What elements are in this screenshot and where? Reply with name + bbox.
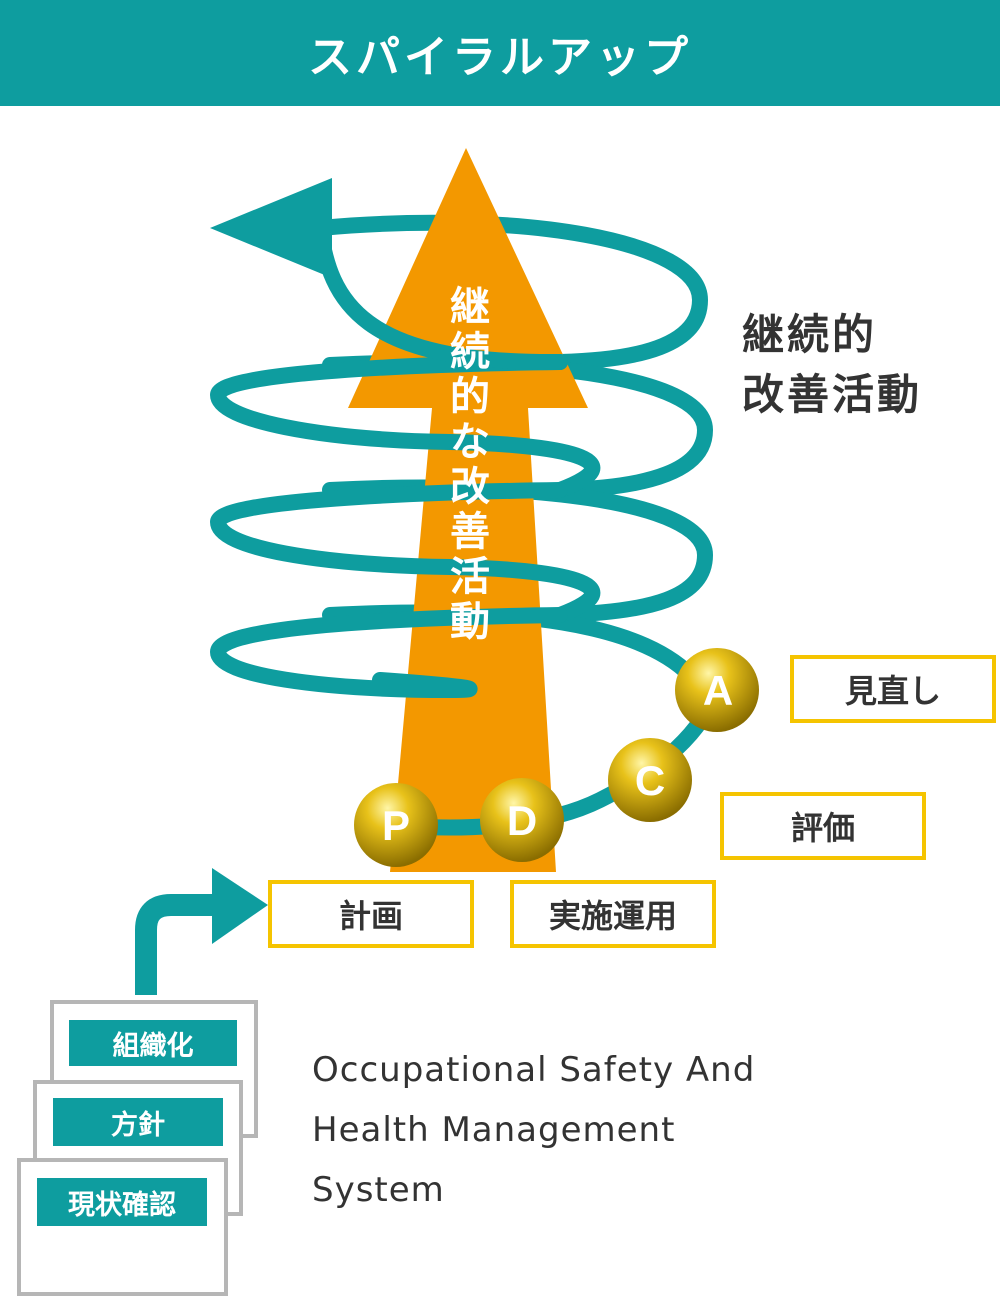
arrow-vertical-text: 継 続 的 な 改 善 活 動	[440, 285, 500, 645]
entry-arrowhead	[212, 868, 268, 944]
spiral-arrowhead	[210, 178, 332, 278]
arrow-char: 改	[450, 464, 490, 510]
spiral-front	[209, 220, 723, 836]
arrow-char: 的	[450, 374, 490, 420]
card-organization-label: 組織化	[69, 1020, 237, 1066]
arrow-char: 続	[450, 329, 490, 375]
label-do: 実施運用	[510, 880, 716, 948]
arrow-char: 善	[450, 509, 490, 555]
ball-a-letter: A	[703, 667, 733, 714]
page-header: スパイラルアップ	[0, 0, 1000, 106]
card-current-status-label: 現状確認	[37, 1178, 207, 1226]
label-check: 評価	[720, 792, 926, 860]
spiral-front-segment-2	[209, 482, 601, 623]
ball-d-letter: D	[507, 797, 537, 844]
spiral-front-segment-3	[209, 607, 568, 699]
entry-arrow-line	[135, 894, 225, 995]
ball-d	[480, 778, 564, 862]
card-current-status: 現状確認	[17, 1158, 228, 1296]
ball-p-letter: P	[382, 802, 410, 849]
label-act: 見直し	[790, 655, 996, 723]
entry-arrow	[135, 868, 268, 995]
description-line3: System	[312, 1170, 445, 1210]
arrow-char: 動	[450, 599, 490, 645]
spiral-front-segment-1	[209, 354, 601, 498]
system-description: Occupational Safety And Health Managemen…	[312, 1040, 755, 1220]
header-title: スパイラルアップ	[308, 32, 692, 83]
arrow-char: な	[450, 419, 490, 465]
card-policy-label: 方針	[53, 1098, 223, 1146]
ball-c	[608, 738, 692, 822]
description-line1: Occupational Safety And	[312, 1050, 756, 1090]
pdca-path	[387, 682, 723, 836]
ball-c-letter: C	[635, 757, 665, 804]
side-label-line1: 継続的	[742, 310, 878, 359]
description-line2: Health Management	[312, 1110, 676, 1150]
pdca-balls	[354, 648, 759, 867]
ball-a	[675, 648, 759, 732]
label-plan: 計画	[268, 880, 474, 948]
arrow-char: 活	[450, 554, 490, 600]
continuous-improvement-label: 継続的 改善活動	[742, 305, 922, 425]
side-label-line2: 改善活動	[742, 370, 923, 419]
arrow-char: 継	[450, 284, 490, 330]
ball-p	[354, 783, 438, 867]
